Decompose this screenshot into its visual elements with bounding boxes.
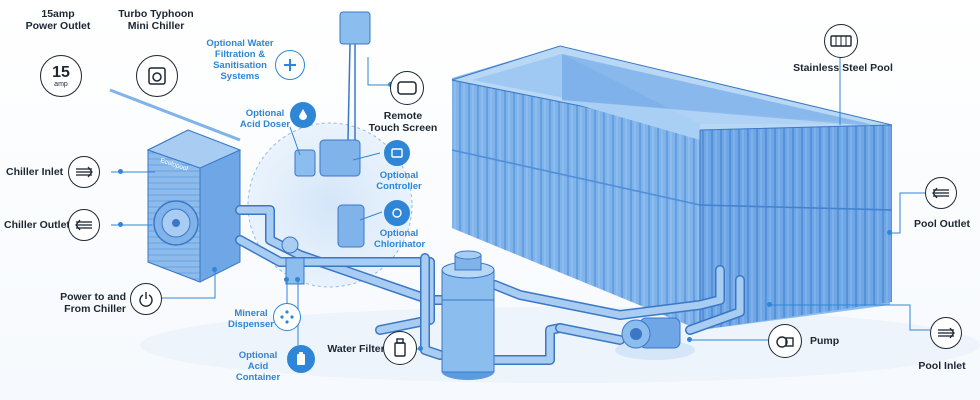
pool-label: Stainless Steel Pool: [793, 62, 893, 74]
controller-equipment: [109, 11, 371, 285]
pool-inlet-label: Pool Inlet: [918, 360, 966, 372]
pump-icon: [768, 324, 802, 358]
leader-dot: [687, 337, 692, 342]
remote-icon: [390, 71, 424, 105]
stainless-steel-pool: [451, 45, 893, 330]
chiller-inlet-label: Chiller Inlet: [6, 166, 64, 178]
chiller-inlet-icon: [68, 156, 100, 188]
acid-container-icon: [287, 345, 315, 373]
acid-doser-icon: [290, 102, 316, 128]
filtration-label: Optional Water Filtration & Sanitisation…: [206, 38, 274, 82]
water-filter-canister: [441, 250, 495, 380]
chiller-icon: [136, 55, 178, 97]
power-button-icon: [130, 283, 162, 315]
leader-dot: [118, 169, 123, 174]
pool-outlet-icon: [925, 177, 957, 209]
chiller-outlet-icon: [68, 209, 100, 241]
pool-outlet-label: Pool Outlet: [914, 218, 970, 230]
chiller-outlet-label: Chiller Outlet: [4, 219, 70, 231]
pump-label: Pump: [810, 335, 840, 347]
pipework: [235, 205, 745, 365]
remote-label: Remote Touch Screen: [368, 110, 438, 134]
leader-dot: [767, 302, 772, 307]
leader-dot: [118, 222, 123, 227]
mini-chiller-unit: Ecolopool: [146, 129, 242, 283]
mineral-icon: [273, 303, 301, 331]
chlorinator-label: Optional Chlorinator: [374, 228, 426, 250]
power-chiller-label: Power to and From Chiller: [60, 291, 126, 315]
leader-lines: [111, 55, 930, 350]
controller-label: Optional Controller: [376, 170, 422, 192]
leader-dot: [418, 346, 423, 351]
water-filter-label: Water Filter: [327, 343, 385, 355]
acid-container-label: Optional Acid Container: [235, 350, 281, 383]
acid-doser-label: Optional Acid Doser: [239, 108, 291, 130]
leader-dot: [284, 277, 289, 282]
pump-unit: [615, 317, 695, 360]
mineral-label: Mineral Dispenser: [228, 308, 274, 330]
chiller-label: Turbo Typhoon Mini Chiller: [118, 8, 194, 32]
pool-inlet-icon: [930, 317, 962, 349]
leader-dot: [295, 277, 300, 282]
controller-icon: [384, 140, 410, 166]
power-outlet-unit: amp: [54, 80, 68, 88]
add-filtration-icon: [275, 50, 305, 80]
leader-dot: [887, 230, 892, 235]
power-outlet-value: 15: [52, 63, 70, 81]
pool-icon: [824, 24, 858, 58]
water-filter-icon: [383, 331, 417, 365]
chlorinator-icon: [384, 200, 410, 226]
ground-shadow: [140, 307, 980, 383]
leader-dot: [212, 267, 217, 272]
power-outlet-label: 15amp Power Outlet: [25, 8, 91, 32]
